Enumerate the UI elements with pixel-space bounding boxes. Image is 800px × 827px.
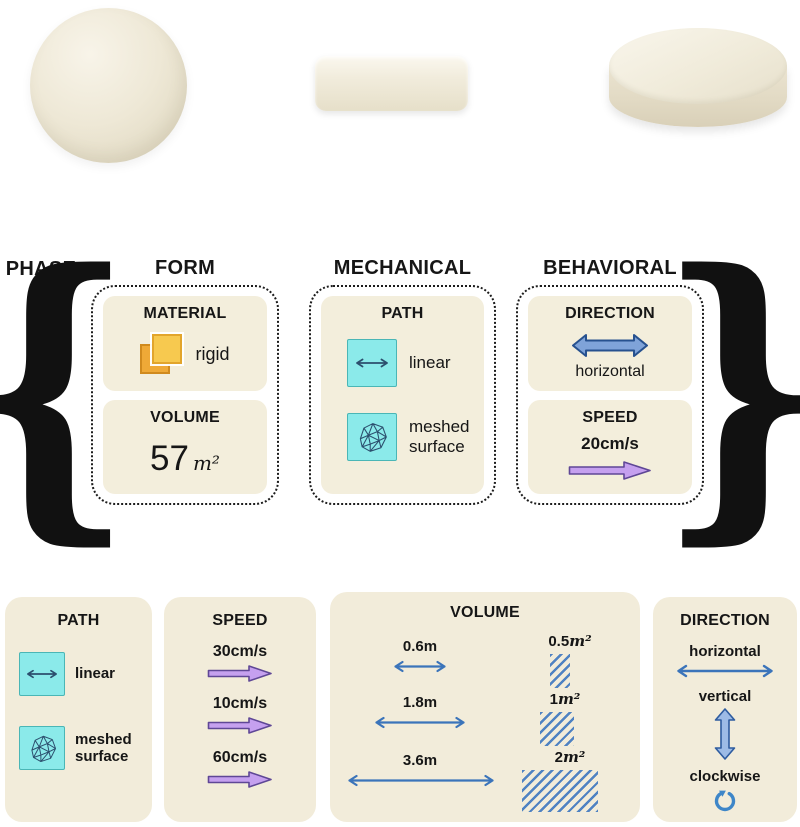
length-label: 1.8m xyxy=(402,694,438,711)
volume-legend-title: VOLUME xyxy=(450,604,520,621)
disk-shape xyxy=(30,8,187,163)
speed-item: 30cm/s xyxy=(164,643,316,683)
speed-arrow-icon xyxy=(568,460,651,480)
behavioral-group: BEHAVIORAL DIRECTION horizontal SPEED 20… xyxy=(516,255,704,505)
legend-linear-label: linear xyxy=(75,665,116,683)
legend-mesh-label: meshed surface xyxy=(75,730,132,765)
volume-value: 57 m² xyxy=(150,439,220,479)
meshed-surface-icon xyxy=(19,726,65,770)
mesh-glyph xyxy=(30,735,56,762)
direction-card: DIRECTION horizontal xyxy=(528,296,692,391)
area-label: 2m² xyxy=(530,748,610,766)
speed-value: 20cm/s xyxy=(581,433,639,453)
behavioral-group-box: DIRECTION horizontal SPEED 20cm/s xyxy=(516,285,704,505)
speed-card-title: SPEED xyxy=(582,408,638,426)
clockwise-arrow-icon xyxy=(714,790,736,812)
material-card-title: MATERIAL xyxy=(143,305,227,322)
volume-unit: m² xyxy=(192,450,220,475)
area-unit: m² xyxy=(562,748,586,766)
area-number: 0.5 xyxy=(548,633,570,650)
linear-path-icon xyxy=(19,652,65,696)
speed-legend-title: SPEED xyxy=(212,612,268,629)
area-unit: m² xyxy=(557,690,581,708)
area-label: 1m² xyxy=(525,690,605,708)
material-row: rigid xyxy=(140,334,230,374)
hatched-area-icon xyxy=(540,712,574,746)
cylinder-shape xyxy=(609,28,787,156)
area-number: 2 xyxy=(554,749,563,766)
direction-value: horizontal xyxy=(575,363,645,380)
path-legend-panel: PATH linear meshed surface xyxy=(5,597,152,822)
legend-mesh-row: meshed surface xyxy=(5,726,152,770)
speed-arrow-icon xyxy=(207,771,272,788)
speed-item: 10cm/s xyxy=(164,695,316,735)
left-brace: { xyxy=(0,234,134,544)
horizontal-double-arrow-icon xyxy=(572,334,648,357)
length-arrow-icon xyxy=(394,660,446,673)
double-arrow-glyph xyxy=(27,669,57,679)
legend-linear-row: linear xyxy=(5,652,152,696)
linear-path-label: linear xyxy=(409,352,451,372)
form-group: FORM MATERIAL rigid VOLUME 57 m² xyxy=(91,255,279,505)
direction-item-label: clockwise xyxy=(689,768,761,785)
path-card-title: PATH xyxy=(381,305,424,322)
speed-item-value: 10cm/s xyxy=(212,695,268,712)
hatched-area-icon xyxy=(522,770,598,812)
mesh-glyph xyxy=(359,423,387,452)
front-square xyxy=(152,334,183,364)
form-group-box: MATERIAL rigid VOLUME 57 m² xyxy=(91,285,279,505)
length-label: 3.6m xyxy=(402,752,438,769)
speed-legend-panel: SPEED 30cm/s 10cm/s 60cm/s xyxy=(164,597,316,822)
linear-path-icon xyxy=(347,339,397,387)
form-group-title: FORM xyxy=(154,257,216,279)
direction-legend-panel: DIRECTION horizontal vertical clockwise xyxy=(653,597,797,822)
length-arrow-icon xyxy=(375,716,465,729)
volume-number: 57 xyxy=(150,438,189,478)
behavioral-group-title: BEHAVIORAL xyxy=(543,257,677,279)
phase-label: PHASE xyxy=(5,258,77,280)
mechanical-group-box: PATH linear meshed surface xyxy=(309,285,496,505)
material-card: MATERIAL rigid xyxy=(103,296,267,391)
length-arrow-icon xyxy=(348,774,494,787)
volume-legend-panel: VOLUME 0.6m 1.8m 3.6m 0.5m² 1m² 2m² xyxy=(330,592,640,822)
area-number: 1 xyxy=(549,691,558,708)
speed-arrow-icon xyxy=(207,665,272,682)
path-card: PATH linear meshed surface xyxy=(321,296,484,494)
volume-card-title: VOLUME xyxy=(150,408,220,426)
volume-card: VOLUME 57 m² xyxy=(103,399,267,494)
speed-item: 60cm/s xyxy=(164,749,316,789)
horizontal-arrow-icon xyxy=(677,664,773,678)
vertical-double-arrow-icon xyxy=(714,708,736,760)
meshed-surface-row: meshed surface xyxy=(321,413,484,461)
direction-item-label: horizontal xyxy=(689,643,761,660)
length-label: 0.6m xyxy=(402,638,438,655)
meshed-surface-icon xyxy=(347,413,397,461)
direction-legend-title: DIRECTION xyxy=(680,612,770,629)
double-arrow-glyph xyxy=(356,358,388,368)
direction-card-title: DIRECTION xyxy=(565,305,655,322)
right-brace: } xyxy=(658,234,800,544)
direction-item-label: vertical xyxy=(698,688,752,705)
box-shape xyxy=(315,56,468,111)
area-label: 0.5m² xyxy=(530,632,610,650)
speed-item-value: 60cm/s xyxy=(212,749,268,766)
mechanical-group-title: MECHANICAL xyxy=(333,257,472,279)
rigid-material-icon xyxy=(140,334,183,374)
path-legend-title: PATH xyxy=(57,612,100,629)
linear-path-row: linear xyxy=(321,339,484,387)
speed-item-value: 30cm/s xyxy=(212,643,268,660)
hatched-area-icon xyxy=(550,654,570,688)
speed-card: SPEED 20cm/s xyxy=(528,399,692,494)
cylinder-top-face xyxy=(609,28,787,104)
area-unit: m² xyxy=(569,632,592,650)
meshed-surface-label: meshed surface xyxy=(409,416,470,456)
material-value: rigid xyxy=(195,343,230,364)
mechanical-group: MECHANICAL PATH linear xyxy=(309,255,496,505)
speed-arrow-icon xyxy=(207,717,272,734)
